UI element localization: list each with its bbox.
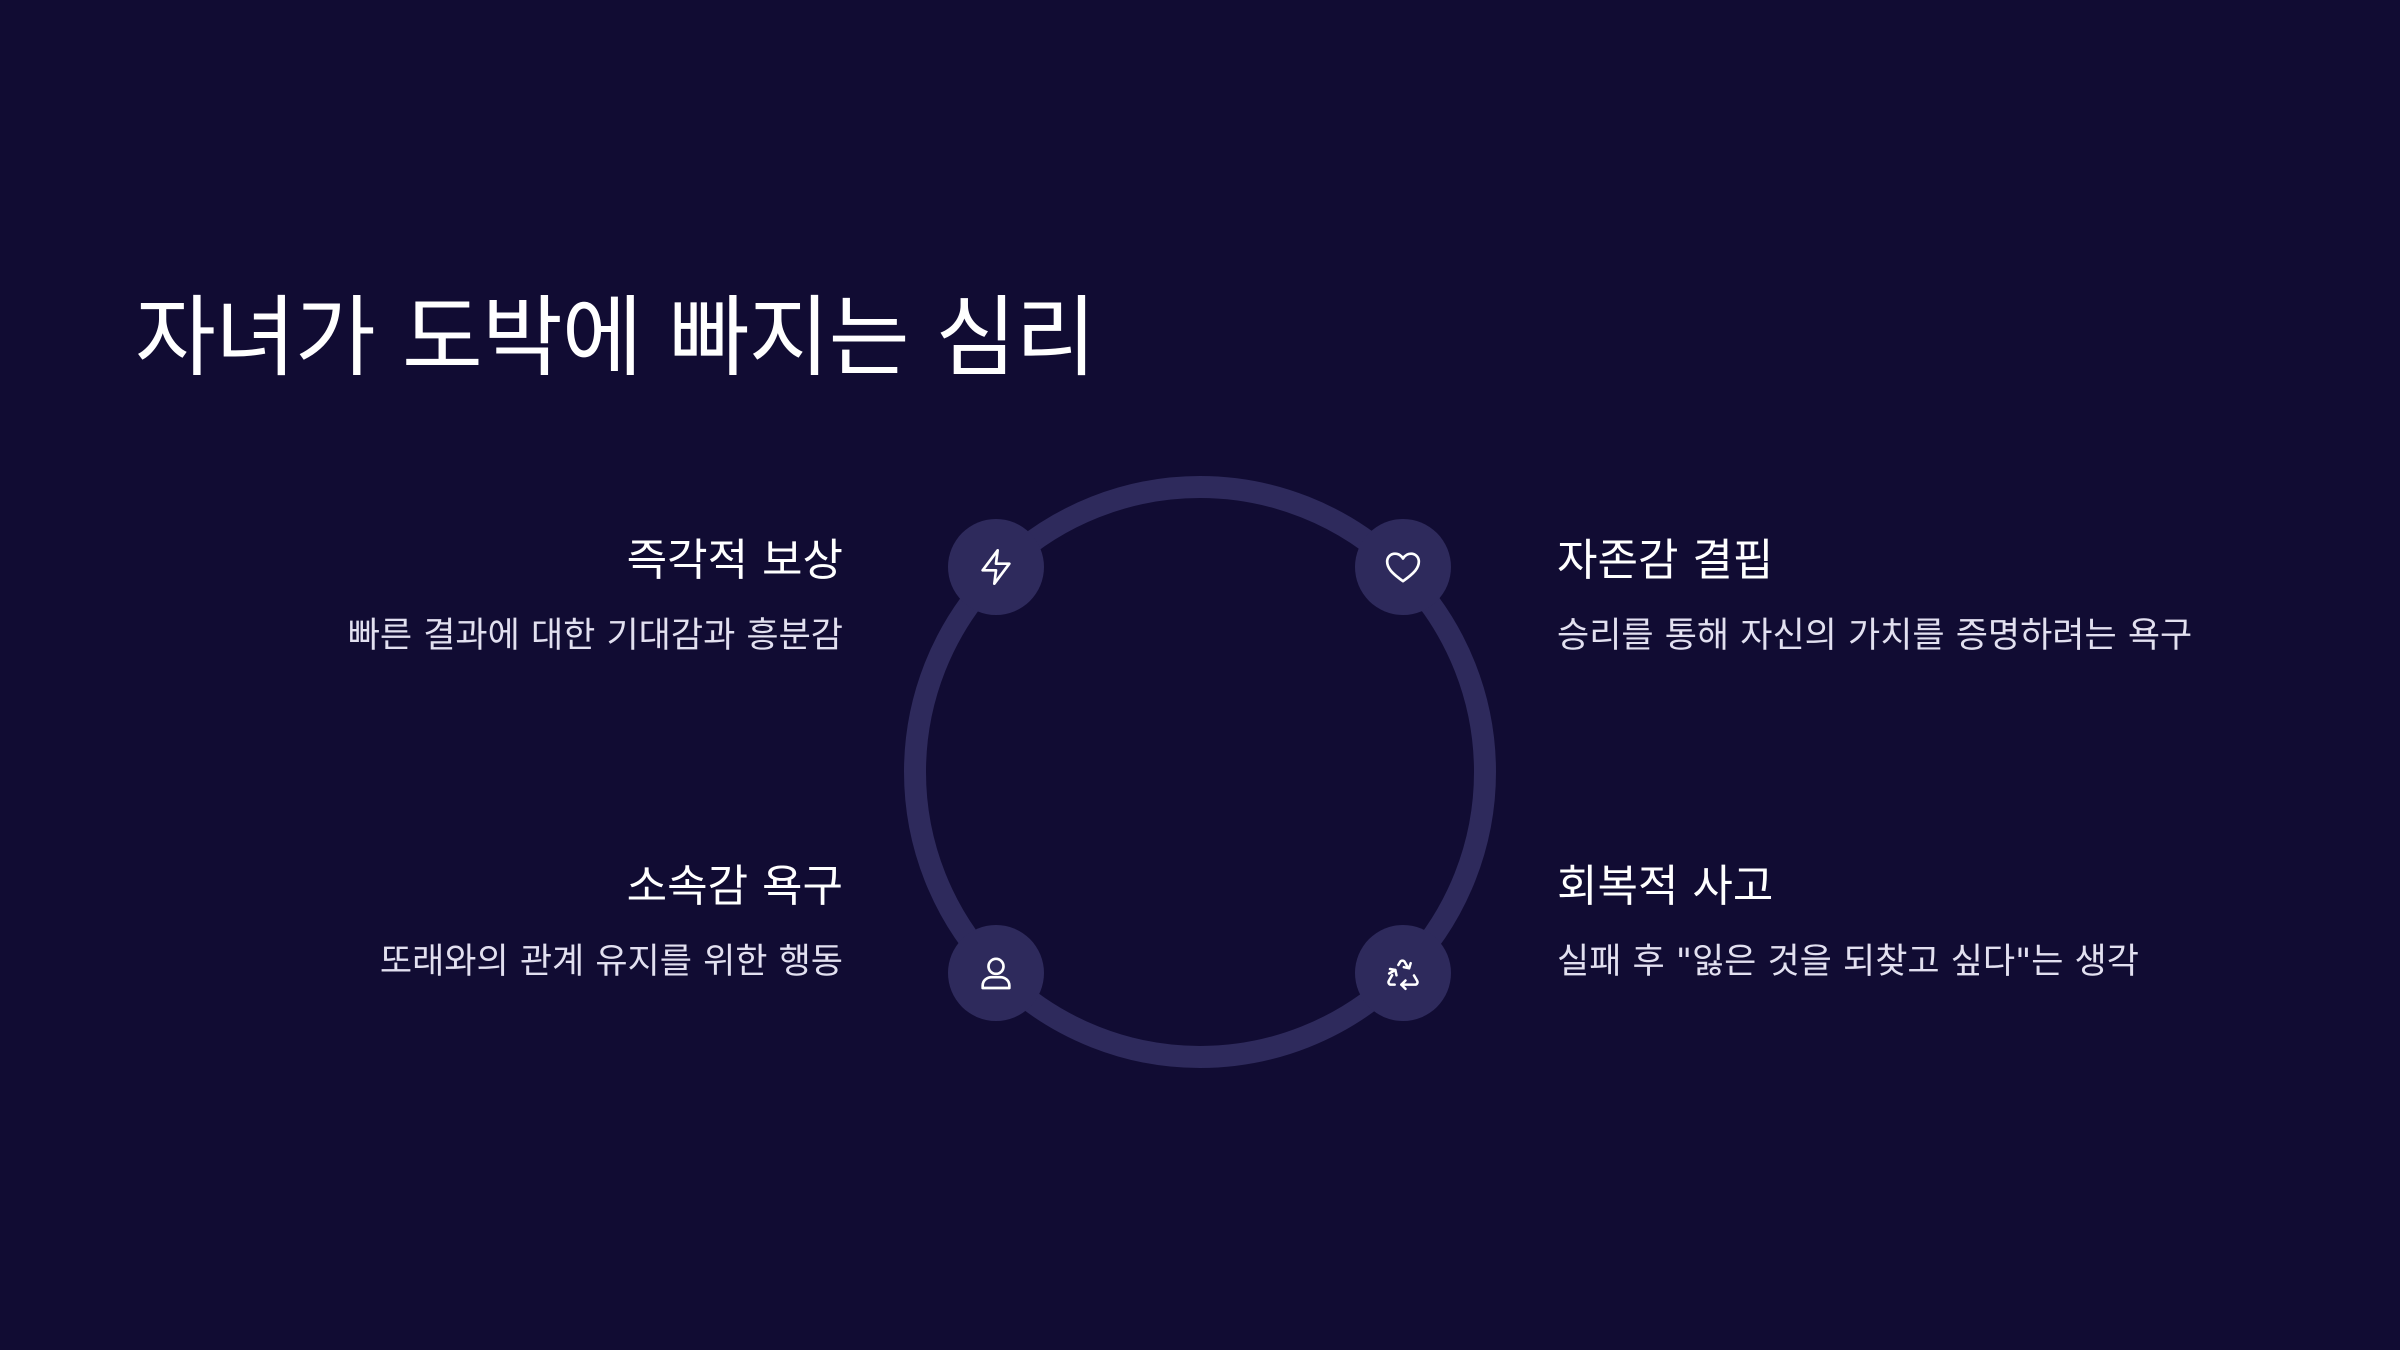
item-title-recovery-thinking: 회복적 사고	[1557, 861, 1774, 912]
item-desc-belonging: 또래와의 관계 유지를 위한 행동	[379, 942, 843, 982]
node-self-esteem	[1355, 519, 1451, 615]
recycle-icon	[1387, 959, 1419, 991]
lightning-icon	[981, 549, 1011, 585]
heart-icon	[1385, 552, 1421, 583]
node-recovery-thinking	[1355, 925, 1451, 1021]
item-desc-immediate-reward: 빠른 결과에 대한 기대감과 흥분감	[347, 616, 843, 656]
page-title: 자녀가 도박에 빠지는 심리	[135, 286, 1096, 389]
node-belonging	[948, 925, 1044, 1021]
node-immediate-reward	[948, 519, 1044, 615]
item-title-immediate-reward: 즉각적 보상	[626, 535, 843, 586]
item-desc-recovery-thinking: 실패 후 "잃은 것을 되찾고 싶다"는 생각	[1557, 942, 2139, 982]
item-desc-self-esteem: 승리를 통해 자신의 가치를 증명하려는 욕구	[1557, 616, 2193, 656]
item-title-belonging: 소속감 욕구	[626, 861, 843, 912]
user-icon	[981, 957, 1011, 990]
item-title-self-esteem: 자존감 결핍	[1557, 535, 1774, 586]
